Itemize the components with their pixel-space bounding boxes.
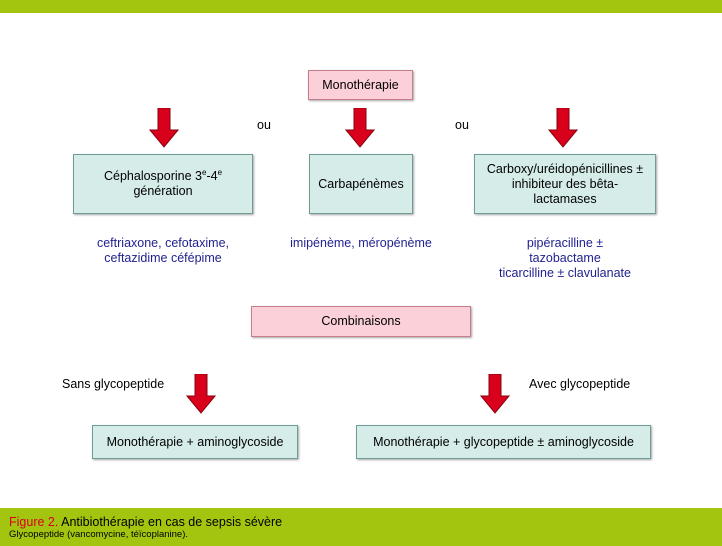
combinaisons-label: Combinaisons xyxy=(321,314,401,328)
caption-band: Figure 2. Antibiothérapie en cas de seps… xyxy=(0,508,722,546)
carboxy-line1: Carboxy/uréidopénicillines ± xyxy=(486,161,644,176)
carboxy-line2: inhibiteur des bêta- xyxy=(511,176,619,191)
mono-glyco-amino-label: Monothérapie + glycopeptide ± aminoglyco… xyxy=(373,434,634,449)
carbapenem-drugs: imipénème, méropénème xyxy=(290,236,432,250)
mono-amino-box: Monothérapie + aminoglycoside xyxy=(92,425,298,459)
figure-title: Antibiothérapie en cas de sepsis sévère xyxy=(58,515,283,529)
cephalosporine-line1: Céphalosporine 3e-4e xyxy=(103,167,223,183)
mono-glyco-amino-box: Monothérapie + glycopeptide ± aminoglyco… xyxy=(356,425,651,459)
cephalo-drugs: ceftriaxone, cefotaxime, ceftazidime céf… xyxy=(96,236,229,265)
arrow-down-icon xyxy=(480,374,510,414)
carbapenemes-box: Carbapénèmes xyxy=(309,154,413,214)
ou-left-label: ou xyxy=(257,118,271,132)
carbapenemes-label: Carbapénèmes xyxy=(318,176,404,191)
carboxy-box: Carboxy/uréidopénicillines ± inhibiteur … xyxy=(474,154,656,214)
ou-right-label: ou xyxy=(455,118,469,132)
mono-amino-label: Monothérapie + aminoglycoside xyxy=(106,434,284,449)
top-band xyxy=(0,0,722,13)
monotherapie-box: Monothérapie xyxy=(308,70,413,100)
monotherapie-label: Monothérapie xyxy=(322,77,399,92)
carboxy-line3: lactamases xyxy=(533,191,597,206)
avec-glyco-label: Avec glycopeptide xyxy=(529,377,631,391)
cephalosporine-box: Céphalosporine 3e-4e génération xyxy=(73,154,253,214)
sans-glyco-label: Sans glycopeptide xyxy=(62,377,165,391)
arrow-down-icon xyxy=(345,108,375,148)
figure-label: Figure 2. xyxy=(9,515,59,529)
figure-note: Glycopeptide (vancomycine, téïcoplanine)… xyxy=(9,529,189,540)
figure-caption: Figure 2. Antibiothérapie en cas de seps… xyxy=(9,515,722,529)
cephalosporine-line2: génération xyxy=(133,184,193,198)
arrow-down-icon xyxy=(149,108,179,148)
combinaisons-box: Combinaisons xyxy=(251,306,471,337)
arrow-down-icon xyxy=(548,108,578,148)
carboxy-drugs: pipéracilline ± tazobactame ticarcilline… xyxy=(499,236,631,280)
arrow-down-icon xyxy=(186,374,216,414)
